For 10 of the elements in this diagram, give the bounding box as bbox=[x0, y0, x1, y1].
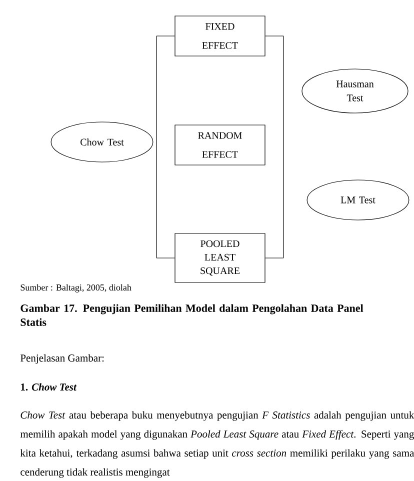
body-paragraph: Chow Test atau beberapa buku menyebutnya pengujian F Statistics adalah pengujian untuk memilih apakah model yang digunakan Pooled Least Square atau Fixed Effect. Seperti yang kita ketahui, terkadang asumsi bahwa setiap unit cross section memiliki perilaku yang sama cenderung tidak realistis mengingat bbox=[20, 411, 414, 478]
section-heading: Penjelasan Gambar: bbox=[20, 354, 104, 364]
source-note: Sumber : Baltagi, 2005, diolah bbox=[20, 284, 132, 292]
bracket-line bbox=[156, 36, 175, 258]
model-box: RANDOM EFFECT bbox=[174, 124, 266, 166]
bracket-line bbox=[265, 36, 284, 258]
figure-caption: Gambar 17. Pengujian Pemilihan Model dalam Pengolahan Data Panel Statis bbox=[20, 304, 364, 326]
model-box: FIXED EFFECT bbox=[174, 16, 266, 56]
numbered-heading: 1. Chow Test bbox=[21, 383, 77, 391]
model-box: POOLED LEAST SQUARE bbox=[174, 233, 266, 283]
